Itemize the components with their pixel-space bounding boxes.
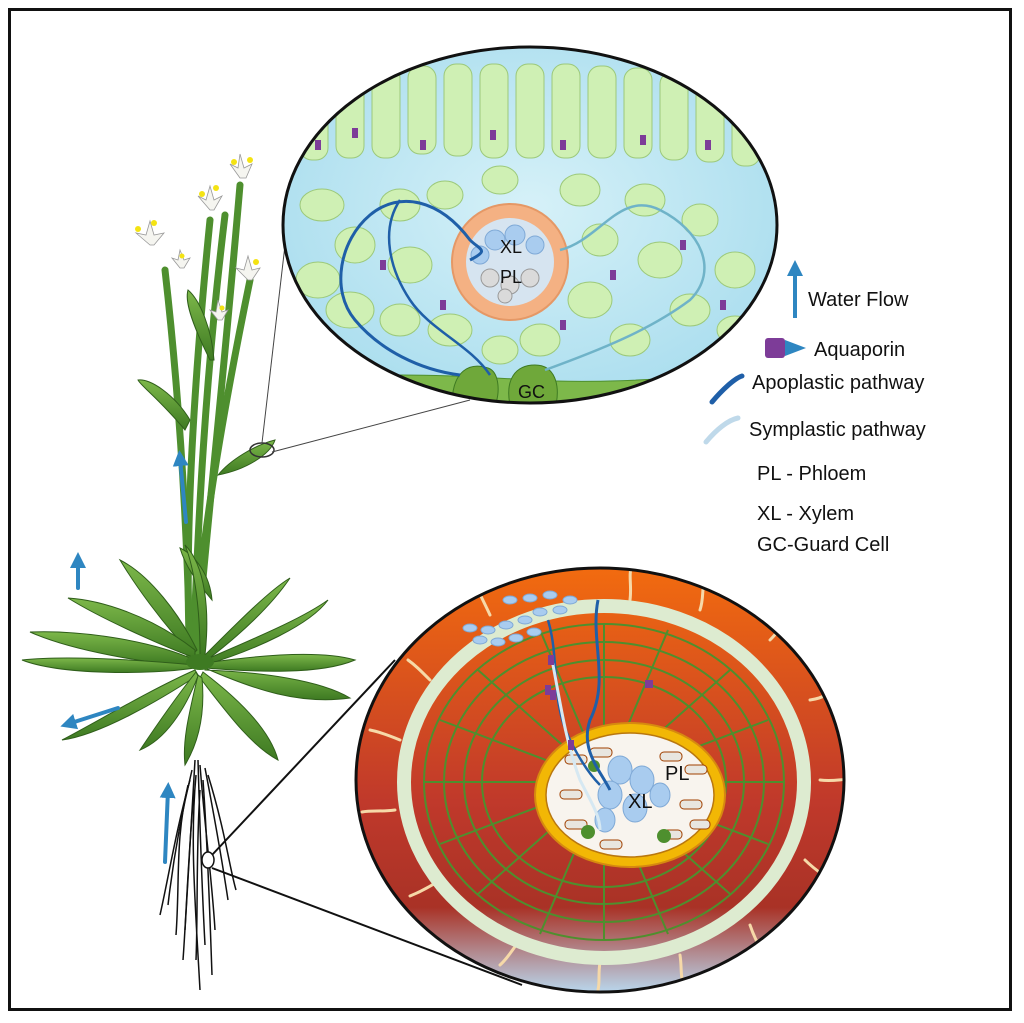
- flower-2: [197, 184, 224, 211]
- guard-cell-label: GC: [518, 382, 545, 402]
- root-cross-section: PL XL: [354, 566, 846, 994]
- plant-water-arrows: [60, 450, 189, 864]
- root-phloem-label: PL: [665, 763, 689, 785]
- legend: Water Flow Aquaporin Apoplastic pathway …: [703, 260, 926, 556]
- root-system: [159, 759, 237, 991]
- stem-water-arrow: [172, 450, 189, 524]
- leaf-symplastic-path: [544, 204, 706, 372]
- root-water-arrow: [159, 782, 176, 864]
- legend-aquaporin-label: Aquaporin: [814, 339, 905, 361]
- leaf-zoom-line-2: [271, 399, 471, 453]
- root-zoom-marker: [201, 851, 215, 869]
- rosette-center: [186, 654, 214, 670]
- plant-illustration: [21, 153, 523, 991]
- flower-6: [208, 299, 229, 321]
- legend-apoplastic: Apoplastic pathway: [709, 372, 924, 405]
- leaf-water-arrow-left: [60, 706, 120, 730]
- legend-symplastic: Symplastic pathway: [703, 415, 926, 445]
- guard-cell-right: [508, 364, 558, 403]
- legend-water-flow: Water Flow: [787, 260, 909, 318]
- legend-phloem-definition: PL - Phloem: [757, 463, 866, 485]
- leaf-phloem-label: PL: [500, 267, 522, 287]
- leaf-cross-section: XL PL GC: [281, 45, 779, 405]
- root-epidermis: [397, 599, 811, 965]
- leaf-xylem-label: XL: [500, 237, 522, 257]
- leaf-apoplastic-path-2: [387, 199, 492, 376]
- root-symplastic-path: [550, 659, 602, 831]
- legend-symplastic-label: Symplastic pathway: [749, 419, 926, 441]
- leaf-phloem-cells: [480, 268, 540, 304]
- flower-4: [170, 248, 191, 269]
- legend-water-flow-label: Water Flow: [808, 289, 909, 311]
- legend-apoplastic-label: Apoplastic pathway: [752, 372, 924, 394]
- root-zoom-line-1: [211, 659, 396, 856]
- leaf-aquaporins: [315, 128, 726, 330]
- figure-frame: [8, 8, 1012, 1011]
- root-apoplastic-path: [585, 599, 612, 791]
- root-aquaporins: [545, 655, 653, 750]
- symplastic-pathway-icon: [703, 415, 741, 445]
- flowers: [134, 153, 261, 321]
- legend-guard-cell-definition: GC-Guard Cell: [757, 534, 889, 556]
- legend-xylem-definition: XL - Xylem: [757, 503, 854, 525]
- soil-water-droplets: [462, 590, 578, 647]
- leaf-apoplastic-path: [339, 199, 483, 377]
- flower-5: [234, 254, 261, 281]
- root-xylem-label: XL: [628, 791, 652, 813]
- spongy-mesophyll-cells: [295, 165, 756, 365]
- rosette-leaves: [21, 544, 357, 767]
- aquaporin-icon: [765, 338, 806, 358]
- flower-1: [229, 153, 253, 179]
- legend-aquaporin: Aquaporin: [765, 338, 905, 361]
- root-zoom-line-2: [211, 867, 523, 986]
- apoplastic-pathway-icon: [709, 373, 745, 405]
- root-xylem-cells: [594, 755, 671, 833]
- flower-3: [134, 219, 166, 246]
